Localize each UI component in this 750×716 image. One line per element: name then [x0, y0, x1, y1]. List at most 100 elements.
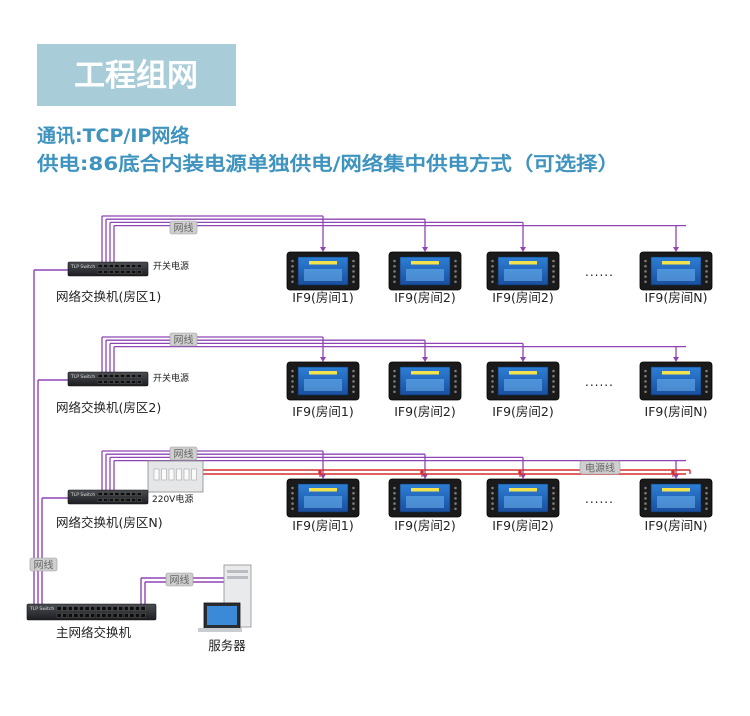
panel-screen-banner [509, 371, 537, 375]
panel-button [393, 280, 396, 284]
switch-port [107, 606, 112, 611]
panel-button [454, 507, 457, 511]
switch-port [56, 613, 62, 618]
panel-button [352, 497, 355, 500]
panel-button [644, 275, 647, 278]
switch-port [107, 613, 112, 618]
panel-screen-banner [411, 371, 439, 375]
device-label: IF9(房间1) [292, 518, 354, 533]
ellipsis: ...... [585, 492, 614, 506]
panel-button [393, 502, 396, 505]
cable-tag-bg [169, 220, 198, 235]
panel-button [552, 275, 555, 278]
panel-screen-content [657, 269, 695, 281]
switch-port [112, 613, 118, 618]
intercom-panel [639, 478, 713, 518]
device-label: IF9(房间2) [492, 518, 554, 533]
switch-port [97, 492, 103, 496]
panel-button [352, 507, 355, 511]
panel-button [491, 264, 494, 268]
panel-button [552, 380, 555, 383]
panel-screen-content [657, 496, 695, 508]
panel-button [454, 369, 457, 373]
switch-port [84, 613, 90, 618]
panel-button [291, 270, 294, 273]
switch-port [103, 270, 108, 274]
arrow-icon [520, 474, 526, 479]
panel-button [705, 374, 708, 378]
breaker-icon [153, 468, 160, 481]
panel-button [393, 275, 396, 278]
panel-button [291, 275, 294, 278]
panel-screen-banner [662, 488, 690, 492]
switch-port [108, 264, 114, 268]
switch-port [129, 606, 135, 611]
panel-screen-banner [509, 261, 537, 265]
panel-button [705, 369, 708, 373]
switch-port [120, 492, 125, 496]
panel-button [552, 507, 555, 511]
panel-button [393, 507, 396, 511]
switch-port [125, 498, 131, 502]
switch-port [125, 264, 131, 268]
panel-button [705, 491, 708, 495]
panel-button [393, 491, 396, 495]
page-title: 工程组网 [74, 58, 198, 94]
panel-button [552, 369, 555, 373]
panel-button [393, 270, 396, 273]
switch-port [73, 613, 79, 618]
panel-button [393, 497, 396, 500]
switch-port [108, 270, 114, 274]
panel-button [454, 374, 457, 378]
panel-button [454, 385, 457, 388]
device-label: IF9(房间N) [645, 290, 708, 305]
panel-button [705, 259, 708, 263]
switch-port [136, 380, 142, 384]
keyboard-icon [198, 628, 242, 632]
trunk-cable-tag-bg [29, 557, 58, 572]
panel-button [644, 374, 647, 378]
panel-button [454, 264, 457, 268]
panel-button [552, 280, 555, 284]
panel-screen-banner [411, 488, 439, 492]
panel-button [352, 275, 355, 278]
panel-button [352, 491, 355, 495]
device-label: IF9(房间2) [394, 404, 456, 419]
switch-port [125, 374, 131, 378]
arrow-icon [320, 357, 326, 362]
panel-button [705, 486, 708, 490]
device-label: IF9(房间1) [292, 290, 354, 305]
power-line-tag-bg [579, 460, 621, 475]
main-switch: TLP Switch [26, 603, 157, 621]
switch-port [131, 492, 137, 496]
panel-button [552, 486, 555, 490]
panel-button [552, 259, 555, 263]
switch-port [131, 264, 137, 268]
switch-port [103, 374, 108, 378]
panel-button [352, 380, 355, 383]
switch-port [114, 270, 120, 274]
arrow-icon [673, 474, 679, 479]
panel-button [644, 369, 647, 373]
panel-screen-content [304, 269, 342, 281]
panel-screen-content [304, 379, 342, 391]
panel-screen-banner [309, 261, 337, 265]
switch-port [136, 264, 142, 268]
cable-tag: 网线 [174, 448, 194, 461]
switch-port [97, 264, 103, 268]
switch-label: 网络交换机(房区2) [56, 400, 161, 415]
panel-button [454, 502, 457, 505]
switch-port [108, 492, 114, 496]
panel-button [291, 369, 294, 373]
panel-button [291, 259, 294, 263]
server-icon [198, 564, 252, 632]
power-info: 供电:86底合内装电源单独供电/网络集中供电方式（可选择） [36, 152, 619, 175]
panel-button [352, 486, 355, 490]
switch-brand: TLP Switch [70, 264, 95, 270]
panel-button [291, 502, 294, 505]
switch-port [108, 380, 114, 384]
breaker-icon [168, 468, 175, 481]
switch-port [103, 380, 108, 384]
device-label: IF9(房间2) [492, 290, 554, 305]
panel-button [644, 390, 647, 394]
